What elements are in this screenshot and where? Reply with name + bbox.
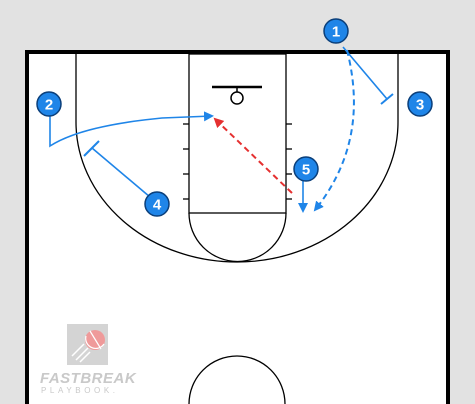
free-throw-lane bbox=[188, 53, 287, 214]
player-2-label: 2 bbox=[45, 97, 53, 114]
logo-wordmark: FASTBREAK bbox=[40, 370, 137, 387]
player-2[interactable]: 2 bbox=[36, 91, 62, 117]
player-4-marker bbox=[144, 191, 170, 217]
player-5-label: 5 bbox=[302, 162, 310, 179]
player-1-label: 1 bbox=[332, 24, 340, 41]
player-3-marker bbox=[407, 91, 433, 117]
screen-bar-4 bbox=[83, 140, 100, 157]
pass-path bbox=[213, 117, 293, 194]
player-1[interactable]: 1 bbox=[323, 18, 349, 44]
fastbreak-logo: FASTBREAK PLAYBOOK. bbox=[40, 324, 137, 395]
screen-path-1 bbox=[342, 46, 388, 100]
player-4[interactable]: 4 bbox=[144, 191, 170, 217]
lane-hash-marks bbox=[183, 123, 292, 200]
screen-path-4 bbox=[91, 147, 151, 198]
player-2-marker bbox=[36, 91, 62, 117]
screen-bar-1 bbox=[380, 93, 394, 105]
player-3-label: 3 bbox=[416, 97, 424, 114]
logo-tagline: PLAYBOOK. bbox=[41, 386, 119, 395]
player-5-marker bbox=[293, 156, 319, 182]
free-throw-circle bbox=[188, 212, 287, 263]
dribble-path-1 bbox=[313, 49, 355, 212]
player-1-marker bbox=[323, 18, 349, 44]
player-3[interactable]: 3 bbox=[407, 91, 433, 117]
rim bbox=[230, 91, 244, 105]
player-5[interactable]: 5 bbox=[293, 156, 319, 182]
center-circle bbox=[188, 355, 286, 404]
cut-path-2 bbox=[49, 109, 214, 148]
player-4-label: 4 bbox=[153, 197, 162, 214]
